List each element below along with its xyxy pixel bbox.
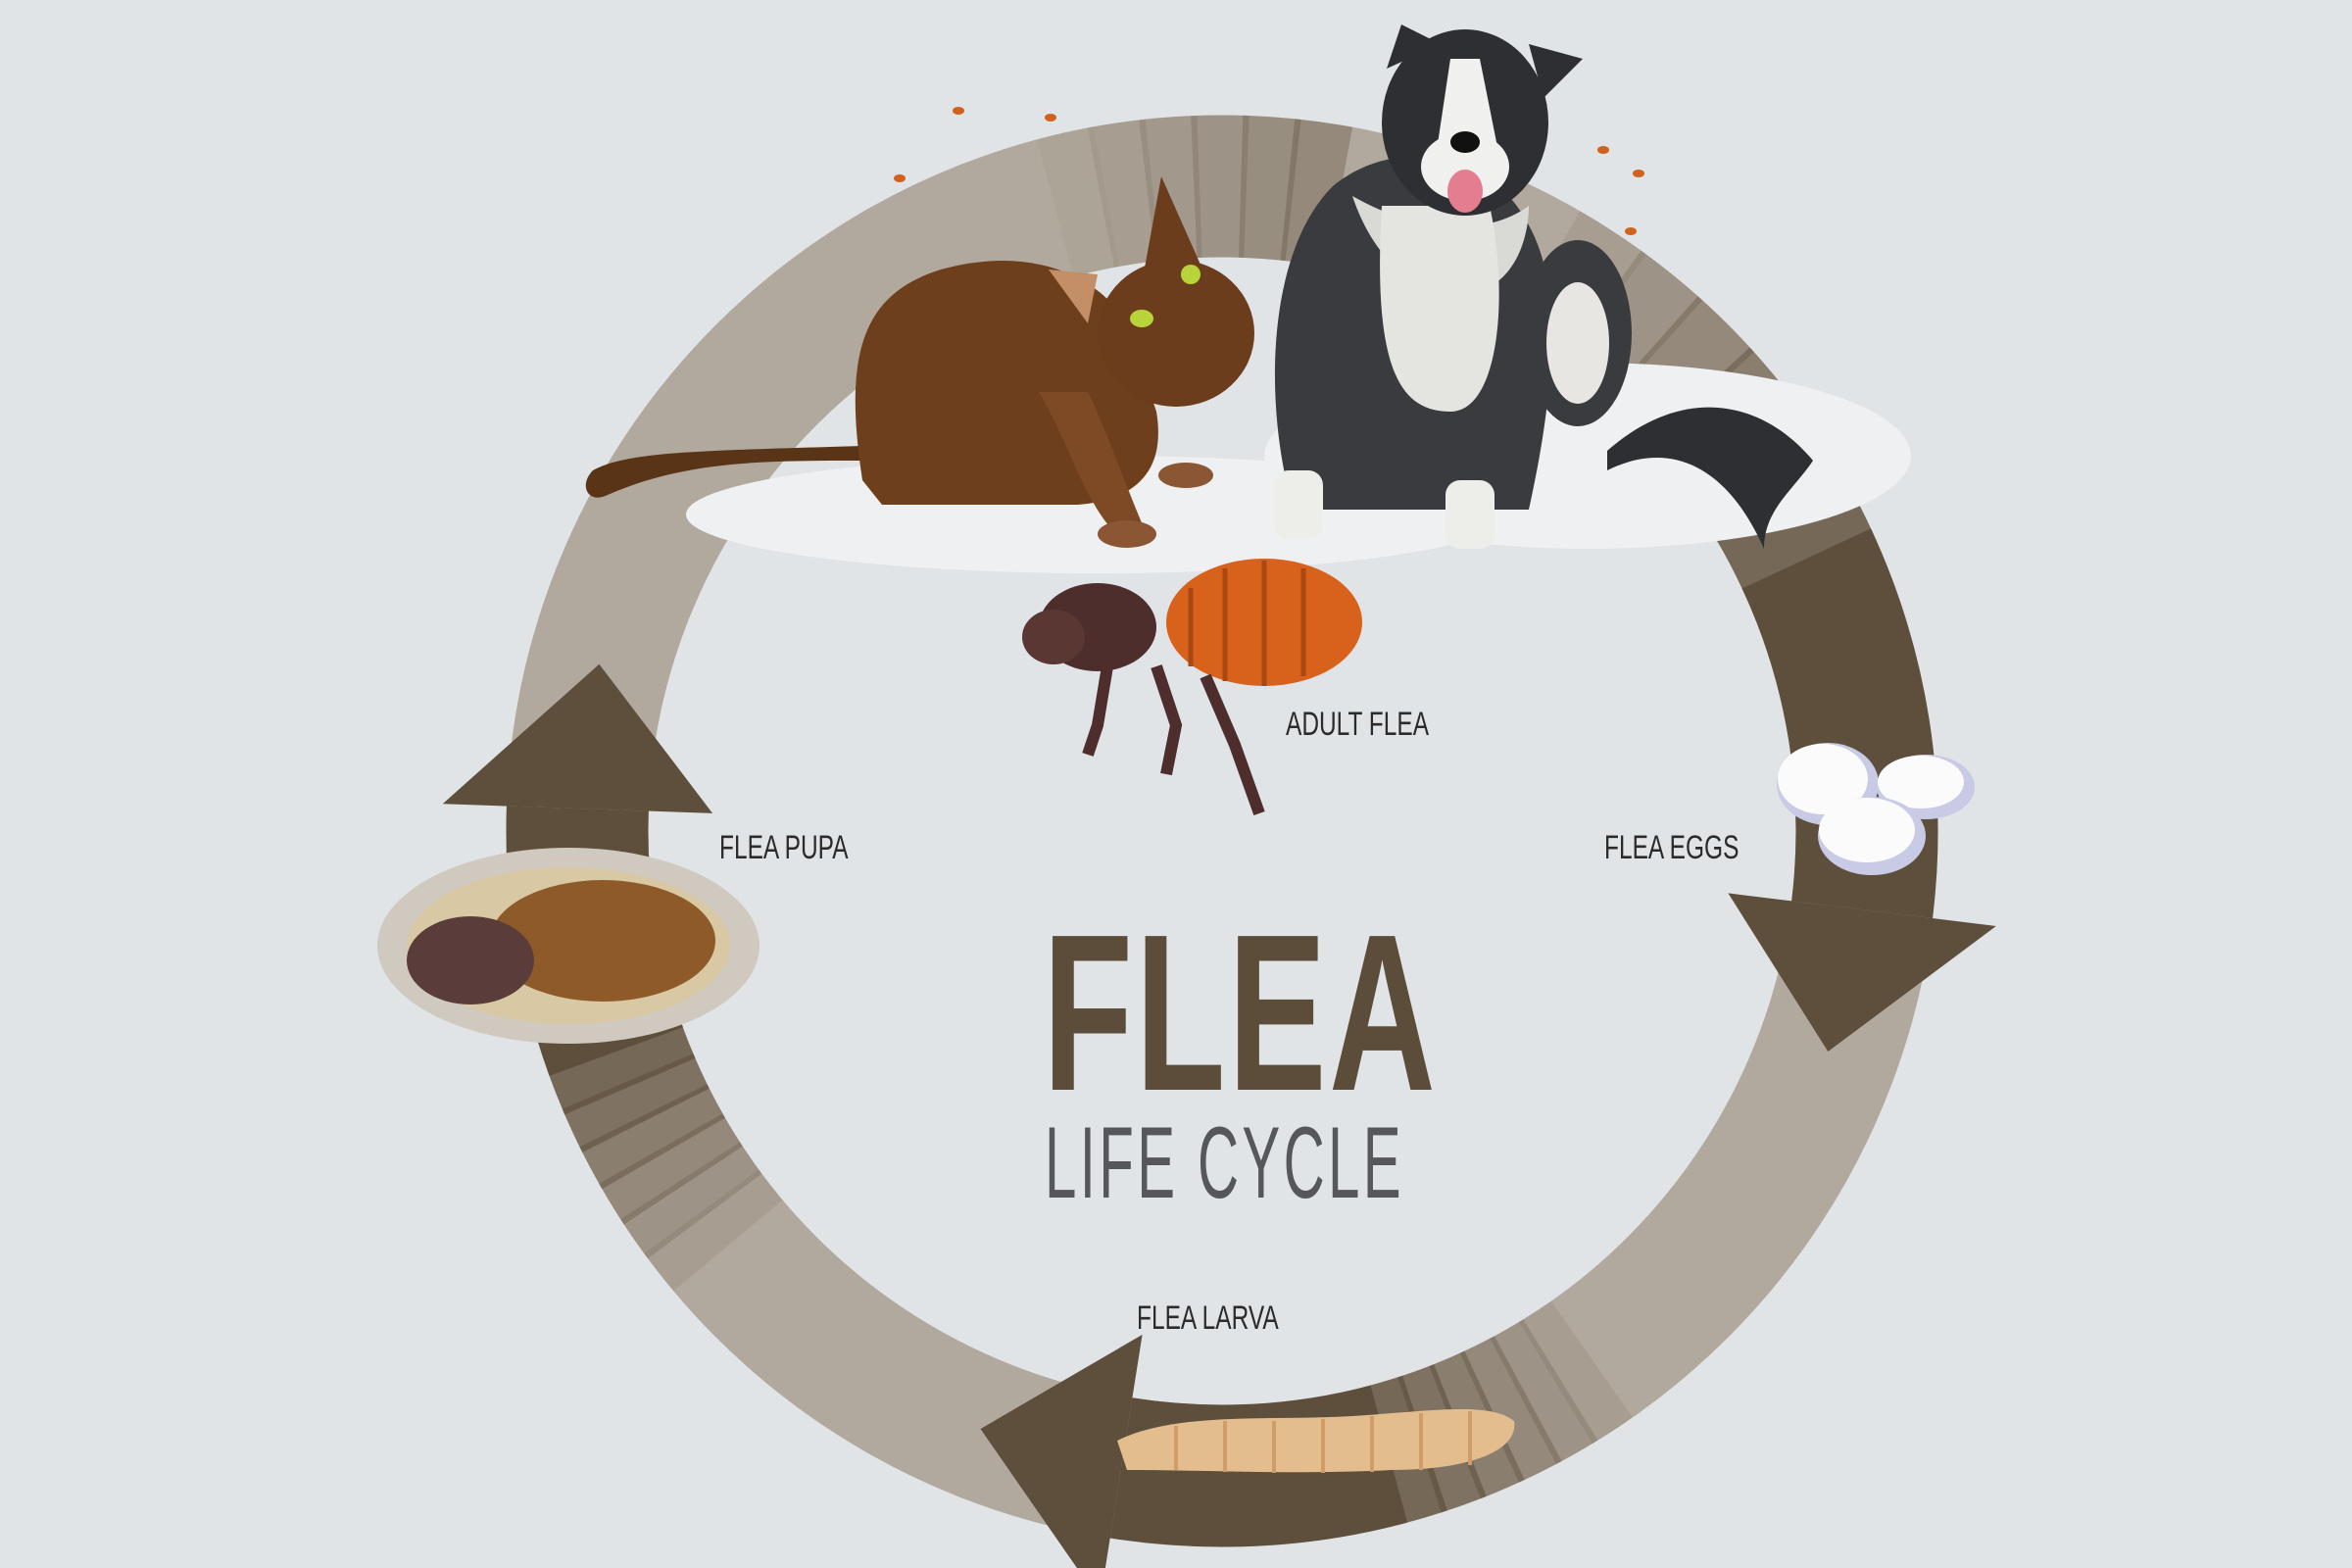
diagram-subtitle: LIFE CYCLE — [1045, 1106, 1404, 1220]
arrow-head-to-larva — [1728, 893, 1996, 1053]
ring-gradient-segment — [1036, 126, 1120, 277]
ring-gradient-segment — [620, 1141, 762, 1259]
ring-gradient-segment — [1518, 1300, 1633, 1445]
arrow-head-to-adult — [442, 663, 713, 813]
ring-gradient-segment — [1238, 115, 1301, 262]
ring-gradient-segment — [599, 1112, 744, 1225]
label-adult-flea: ADULT FLEA — [1286, 706, 1430, 743]
ring-gradient-segment — [1191, 115, 1250, 259]
ring-gradient-segment — [1489, 1319, 1598, 1464]
diagram-title: FLEA — [1043, 889, 1439, 1138]
flea-eggs-illustration — [1777, 743, 1975, 875]
cycle-arrows — [442, 663, 1996, 1568]
flea-pupa-illustration — [377, 848, 760, 1044]
adult-flea-illustration — [1022, 559, 1362, 816]
ring-gradient-segment — [547, 1021, 696, 1115]
flea-larva-illustration — [1117, 1409, 1515, 1473]
flying-fleas — [894, 107, 1644, 235]
ring-gradient-segment — [1087, 119, 1161, 269]
arrow-head-to-pupa — [980, 1334, 1143, 1568]
dog-illustration — [1274, 24, 1813, 549]
label-flea-eggs: FLEA EGGS — [1604, 829, 1740, 866]
ring-gradient-segment — [1139, 115, 1203, 262]
ring-gradient-segment — [579, 1083, 726, 1190]
cat-illustration — [585, 176, 1254, 548]
label-flea-pupa: FLEA PUPA — [719, 829, 849, 866]
ring-gradient-segment — [562, 1053, 710, 1152]
ring-gradient-segment — [644, 1169, 783, 1292]
label-flea-larva: FLEA LARVA — [1137, 1299, 1279, 1337]
